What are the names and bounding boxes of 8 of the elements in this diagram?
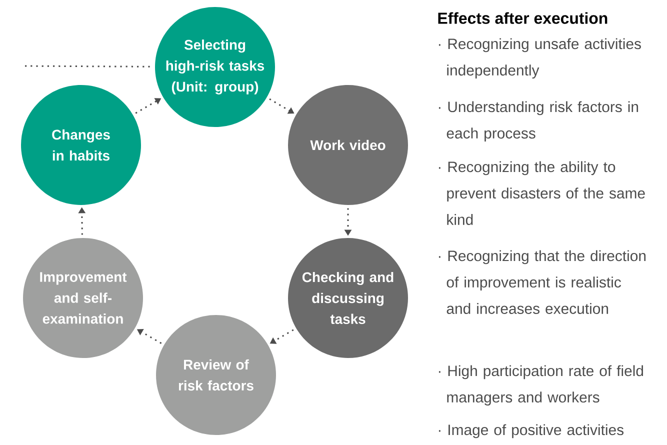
bullet-text: · Recognizing the ability to prevent disasters of the same kind bbox=[438, 161, 645, 225]
bullet-text: · Recognizing that the direction of improvement is realistic and increases execution bbox=[438, 250, 646, 314]
bullet-text: · High participation rate of field managers and workers bbox=[438, 365, 644, 406]
bullet-text: · Understanding risk factors in each process bbox=[438, 101, 638, 142]
dotted-line bbox=[25, 65, 153, 68]
bullet-text: · Image of positive activities bbox=[438, 424, 624, 438]
bullet-text: · Recognizing unsafe activities independently bbox=[438, 38, 641, 79]
heading: Effects after execution bbox=[438, 12, 608, 24]
